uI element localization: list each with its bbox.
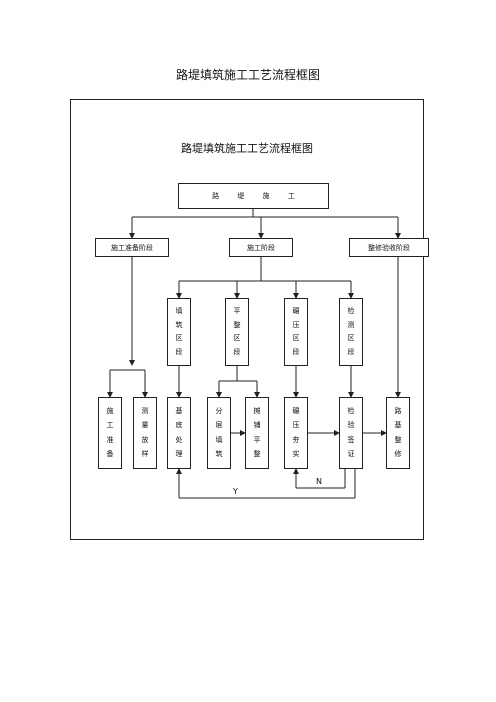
section-char: 平 (233, 307, 241, 316)
loop-label-yes: Y (233, 487, 238, 496)
page-title: 路堤填筑施工工艺流程框图 (175, 68, 320, 82)
loop-label-no: N (316, 477, 322, 486)
section-char: 压 (292, 320, 300, 329)
step-char: 施 (106, 406, 114, 415)
step-char: 签 (347, 435, 355, 444)
step-char: 路 (394, 406, 402, 415)
step-box-1: 施工准备 (98, 397, 122, 469)
step-char: 样 (141, 450, 149, 459)
step-box-6: 碾压夯实 (284, 397, 308, 469)
section-char: 段 (233, 347, 241, 356)
section-box-3: 碾压区段 (284, 298, 308, 366)
section-box-4: 检测区段 (339, 298, 363, 366)
section-char: 填 (175, 307, 183, 316)
step-char: 准 (106, 435, 114, 444)
section-box-1: 填筑区段 (167, 298, 191, 366)
section-char: 段 (175, 347, 183, 356)
step-char: 筑 (215, 450, 223, 459)
step-char: 平 (253, 435, 261, 444)
step-char: 证 (347, 450, 355, 459)
diagram-frame (70, 99, 424, 540)
step-box-7: 检验签证 (339, 397, 363, 469)
step-char: 量 (141, 421, 149, 430)
step-char: 基 (394, 421, 402, 430)
section-box-2: 平整区段 (225, 298, 249, 366)
step-char: 放 (141, 435, 149, 444)
step-char: 压 (292, 421, 300, 430)
diagram-title: 路堤填筑施工工艺流程框图 (181, 142, 313, 155)
step-char: 基 (175, 406, 183, 415)
section-char: 区 (292, 334, 300, 343)
step-char: 底 (175, 421, 183, 430)
stage-box-acceptance: 整修验收阶段 (349, 238, 429, 257)
step-char: 理 (175, 450, 183, 459)
step-char: 修 (394, 450, 402, 459)
section-char: 段 (292, 347, 300, 356)
section-char: 碾 (292, 307, 300, 316)
section-char: 检 (347, 307, 355, 316)
step-char: 工 (106, 421, 114, 430)
section-char: 区 (175, 334, 183, 343)
section-char: 段 (347, 347, 355, 356)
step-char: 层 (215, 421, 223, 430)
step-char: 验 (347, 421, 355, 430)
step-box-2: 测量放样 (133, 397, 157, 469)
step-box-3: 基底处理 (167, 397, 191, 469)
step-box-8: 路基整修 (386, 397, 410, 469)
step-char: 夯 (292, 435, 300, 444)
step-char: 铺 (253, 421, 261, 430)
step-char: 分 (215, 406, 223, 415)
root-box: 路 堤 施 工 (178, 183, 329, 209)
step-char: 整 (394, 435, 402, 444)
step-char: 实 (292, 450, 300, 459)
section-char: 区 (233, 334, 241, 343)
step-char: 整 (253, 450, 261, 459)
step-char: 填 (215, 435, 223, 444)
step-char: 备 (106, 450, 114, 459)
step-char: 碾 (292, 406, 300, 415)
step-char: 摊 (253, 406, 261, 415)
step-char: 测 (141, 406, 149, 415)
step-char: 处 (175, 435, 183, 444)
step-box-4: 分层填筑 (207, 397, 231, 469)
section-char: 区 (347, 334, 355, 343)
step-char: 检 (347, 406, 355, 415)
section-char: 测 (347, 320, 355, 329)
section-char: 整 (233, 320, 241, 329)
section-char: 筑 (175, 320, 183, 329)
